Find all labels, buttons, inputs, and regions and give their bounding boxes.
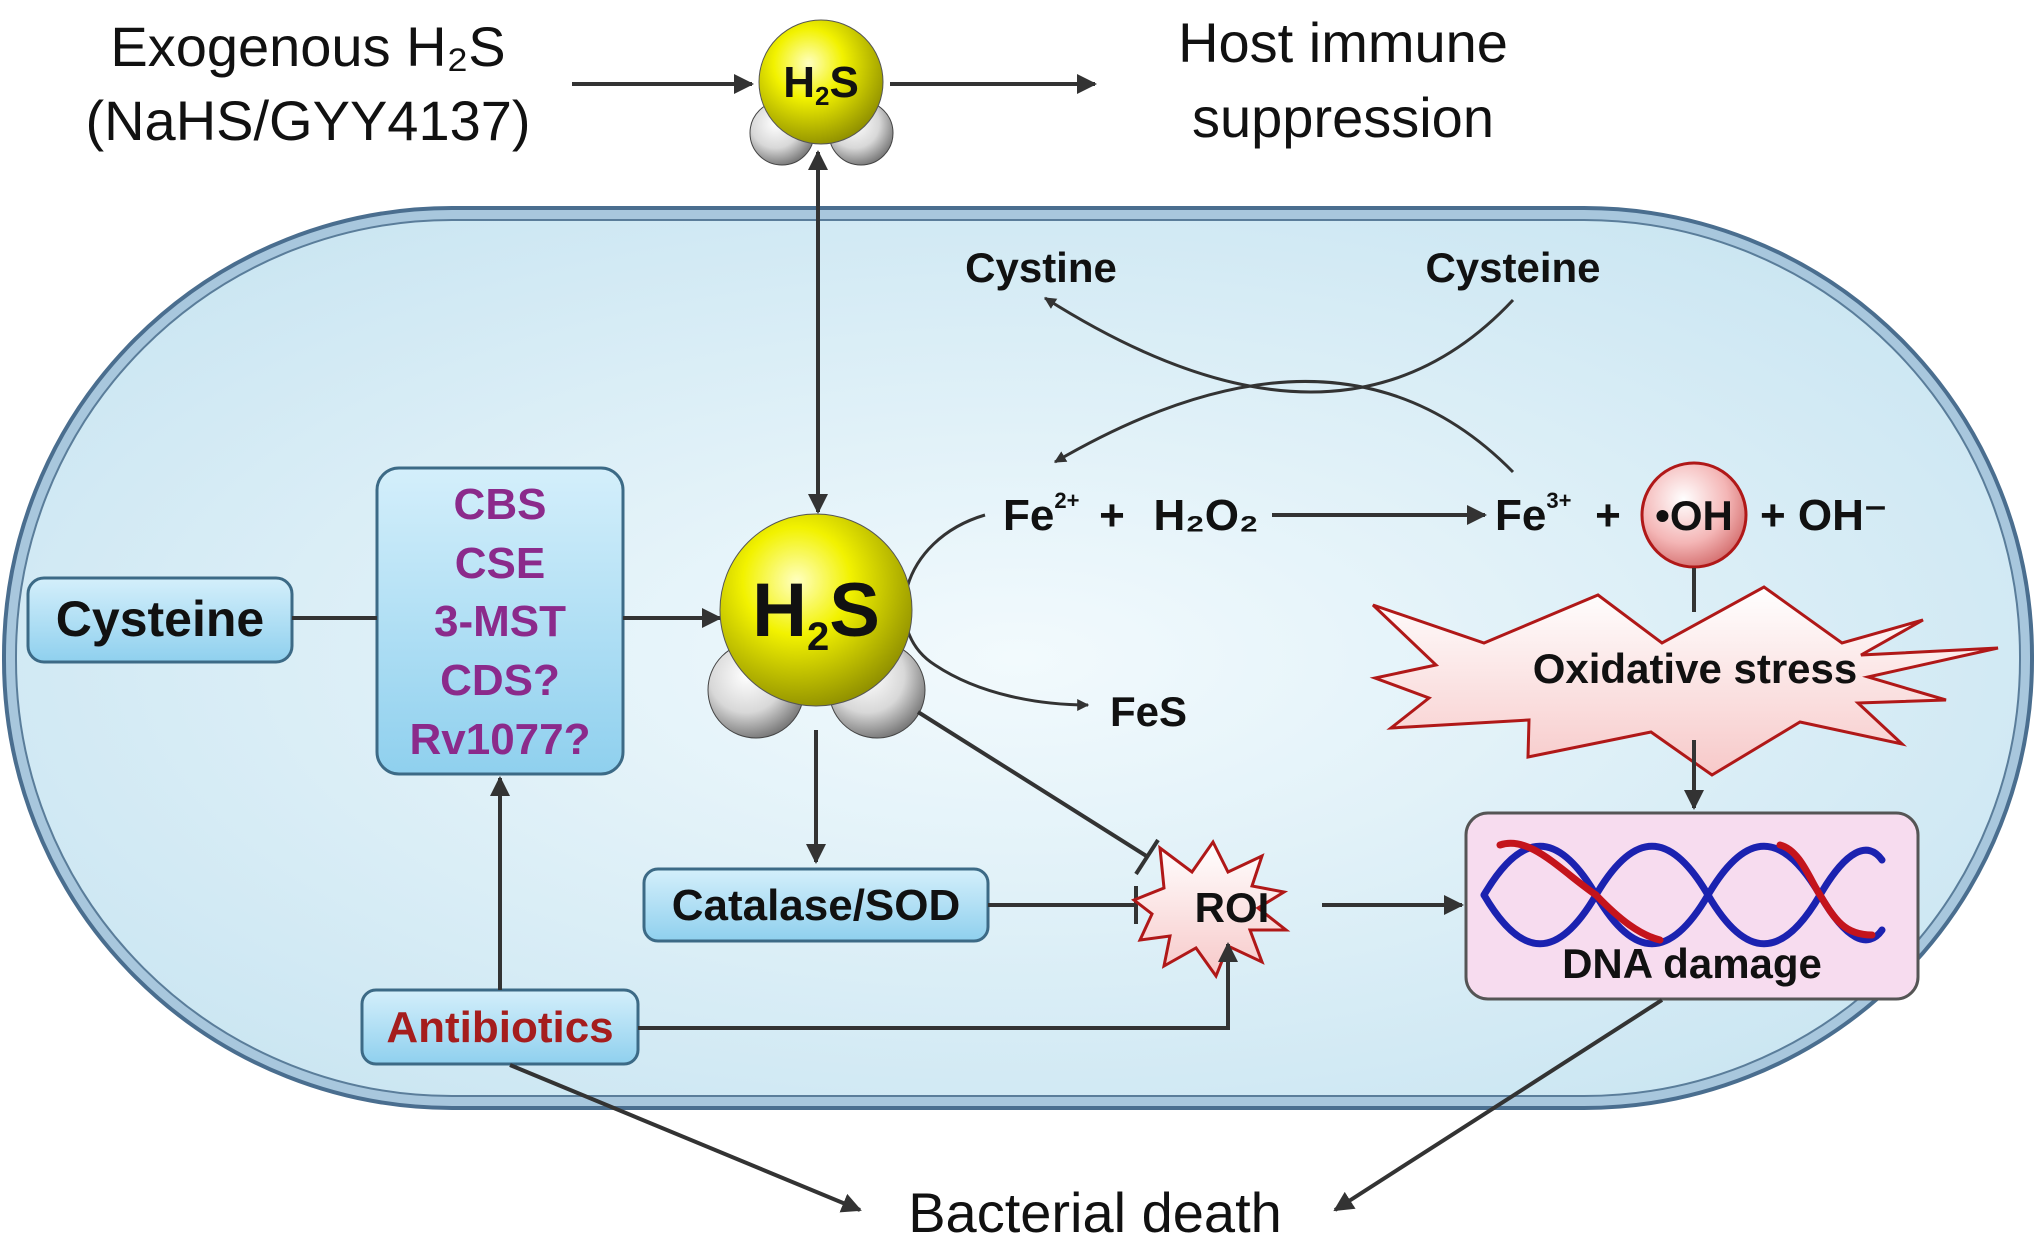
arrow-antibiotics-to-death xyxy=(509,1063,862,1213)
arrow-fe3-to-fe2 xyxy=(1053,380,1515,474)
h2s-molecule-small: H2S xyxy=(749,19,894,166)
cysteine-top-label: Cysteine xyxy=(1425,244,1600,291)
cysteine-left-label: Cysteine xyxy=(56,591,264,647)
h2o2-label: H₂O₂ xyxy=(1153,491,1258,540)
fe3-label: Fe3+ xyxy=(1495,488,1571,540)
h2s-small-h: H xyxy=(783,58,815,107)
fes-label: FeS xyxy=(1110,688,1187,735)
dna-damage-label: DNA damage xyxy=(1562,940,1822,987)
h2s-large-s: S xyxy=(829,568,880,653)
h2s-molecule-large: H2S xyxy=(707,513,926,739)
oxidative-stress-burst xyxy=(1369,585,1999,777)
dna-helix-icon xyxy=(1480,839,1886,948)
hydroxide-label: + OH⁻ xyxy=(1760,491,1887,540)
svg-text:H2S: H2S xyxy=(752,568,880,659)
h2s-small-s: S xyxy=(829,58,858,107)
exogenous-h2s-label: Exogenous H₂S xyxy=(110,15,505,78)
host-suppression-label: suppression xyxy=(1192,86,1494,149)
fe2-superscript: 2+ xyxy=(1054,488,1079,513)
plus-2: + xyxy=(1595,491,1621,540)
enzyme-box xyxy=(375,466,625,776)
oxidative-stress-label: Oxidative stress xyxy=(1533,645,1858,692)
enzyme-cbs: CBS xyxy=(454,480,547,529)
hydroxyl-radical-label: •OH xyxy=(1655,492,1733,539)
plus-1: + xyxy=(1099,491,1125,540)
roi-label: ROI xyxy=(1195,884,1270,931)
h2s-large-h: H xyxy=(752,568,807,653)
inhibit-h2s-to-roi-bar xyxy=(1134,838,1160,876)
enzyme-rv1077: Rv1077? xyxy=(409,715,590,764)
antibiotics-label: Antibiotics xyxy=(386,1003,613,1052)
arrow-fe2-to-fes xyxy=(902,513,1090,711)
hydroxyl-radical-circle xyxy=(1640,461,1748,569)
exogenous-donor-label: (NaHS/GYY4137) xyxy=(85,89,530,152)
fe2-label: Fe2+ xyxy=(1003,488,1079,540)
cystine-label: Cystine xyxy=(965,244,1117,291)
fe3-superscript: 3+ xyxy=(1546,488,1571,513)
roi-burst xyxy=(1131,839,1291,980)
svg-text:H2S: H2S xyxy=(783,58,859,111)
bacterial-death-label: Bacterial death xyxy=(908,1181,1282,1239)
enzyme-cse: CSE xyxy=(455,539,545,588)
arrow-cysteine-to-cystine xyxy=(1043,296,1515,394)
catalase-sod-label: Catalase/SOD xyxy=(672,881,961,930)
enzyme-cds: CDS? xyxy=(440,656,560,705)
dna-damage-box xyxy=(1464,811,1920,1001)
enzyme-3mst: 3-MST xyxy=(434,597,566,646)
h2s-large-sub: 2 xyxy=(807,615,829,659)
arrow-dna-to-death xyxy=(1333,998,1664,1212)
host-immune-label: Host immune xyxy=(1178,11,1508,74)
arrow-antibiotics-to-roi xyxy=(638,942,1238,1030)
inhibit-h2s-to-roi xyxy=(916,710,1150,859)
h2s-small-sub: 2 xyxy=(815,81,829,111)
